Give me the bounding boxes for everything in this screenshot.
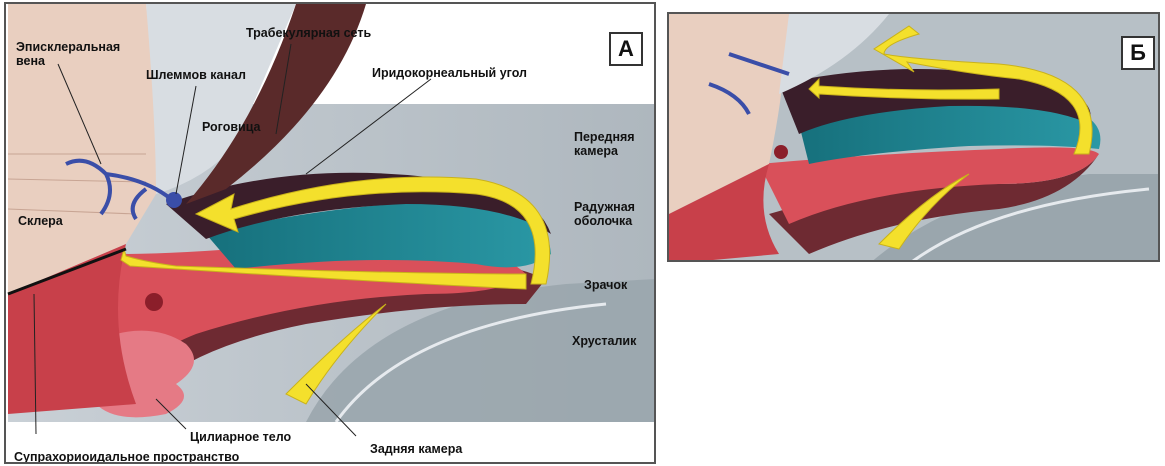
anatomy-illustration-a bbox=[6, 4, 656, 464]
label-episcleral-line2: вена bbox=[16, 54, 120, 68]
label-episcleral-line1: Эписклеральная bbox=[16, 40, 120, 54]
label-iris: Радужная оболочка bbox=[574, 200, 635, 228]
vessel-section bbox=[145, 293, 163, 311]
vessel-section-b bbox=[774, 145, 788, 159]
label-posterior-chamber: Задняя камера bbox=[370, 442, 462, 456]
label-pupil: Зрачок bbox=[584, 278, 627, 292]
label-trabecular: Трабекулярная сеть bbox=[246, 26, 371, 40]
label-suprachoroidal: Супрахориоидальное пространство bbox=[14, 450, 239, 464]
label-episcleral-vein: Эписклеральная вена bbox=[16, 40, 120, 68]
label-ciliary-body: Цилиарное тело bbox=[190, 430, 291, 444]
panel-a: А Эписклеральная вена Трабекулярная сеть… bbox=[4, 2, 656, 464]
label-iris-line2: оболочка bbox=[574, 214, 635, 228]
panel-letter-a: А bbox=[609, 32, 643, 66]
panel-b: Б bbox=[667, 12, 1160, 262]
label-schlemm: Шлеммов канал bbox=[146, 68, 246, 82]
label-iris-line1: Радужная bbox=[574, 200, 635, 214]
label-iridocorneal: Иридокорнеальный угол bbox=[372, 66, 527, 80]
label-cornea: Роговица bbox=[202, 120, 261, 134]
anatomy-illustration-b bbox=[669, 14, 1160, 262]
label-lens: Хрусталик bbox=[572, 334, 636, 348]
label-sclera: Склера bbox=[18, 214, 63, 228]
label-anterior-chamber: Передняя камера bbox=[574, 130, 635, 158]
panel-letter-b: Б bbox=[1121, 36, 1155, 70]
schlemm-canal-lumen bbox=[166, 192, 182, 208]
label-anterior-line2: камера bbox=[574, 144, 635, 158]
label-anterior-line1: Передняя bbox=[574, 130, 635, 144]
